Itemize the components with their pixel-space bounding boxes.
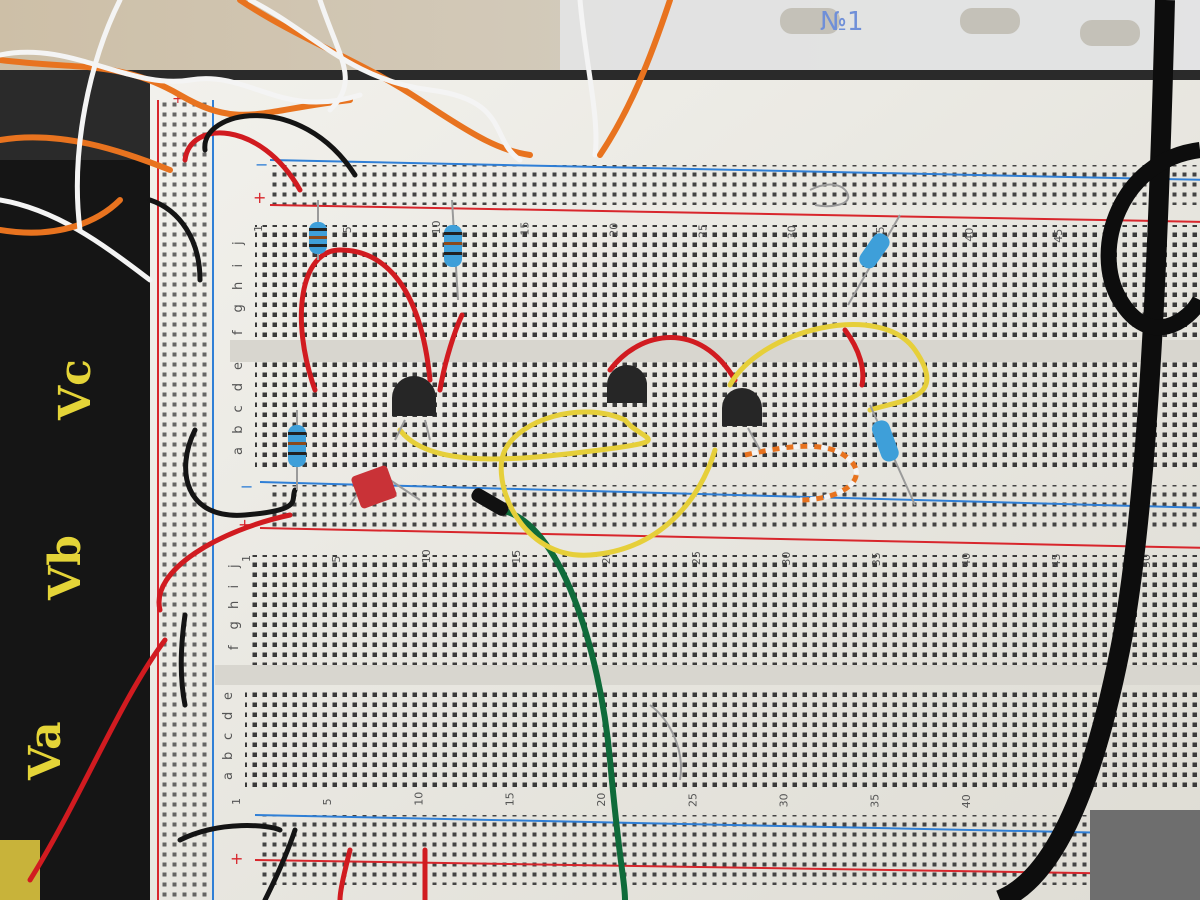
row-letter: e [231,362,246,370]
bottom-rail-plus-label: + [230,849,243,868]
column-number: 5 [330,556,343,563]
transistor-q1 [392,376,436,441]
upper-fj-row-labels: f g h i j [231,241,246,335]
column-number: 30 [780,552,793,566]
column-number: 15 [504,792,517,806]
column-number: 25 [690,551,703,565]
row-letter: e [221,692,236,700]
middle-power-rail [270,485,1200,530]
black-jumper-wires [147,113,358,900]
row-letter: f [227,645,242,650]
small-twisted-wire [744,443,859,503]
column-number: 1 [240,555,253,562]
row-letter: h [231,282,246,290]
column-number: 35 [870,552,883,566]
lower-terminal-ae [245,688,1200,788]
column-number: 5 [341,226,354,233]
column-number: 20 [595,793,608,807]
resistor-r2 [444,199,462,301]
lower-ae-row-labels: a b c d e [221,692,236,780]
upper-rail-minus-label: − [255,155,268,174]
black-cable [995,0,1175,900]
capacitor [349,465,421,509]
vb-label: Vb [40,535,91,601]
upper-rail-plus-label: + [253,188,266,207]
row-letter: a [221,772,236,780]
column-number: 10 [413,792,426,806]
column-number: 45 [1050,553,1063,567]
column-number: 40 [963,228,976,242]
resistor-r1 [309,200,327,260]
row-letter: c [221,733,236,740]
tray-label: №1 [820,7,864,37]
lower-fj-row-labels: f g h i j [227,564,242,650]
column-number: 1 [252,225,265,232]
column-number: 10 [420,549,433,563]
upper-terminal-fj [255,225,1200,340]
column-number: 1 [230,798,243,805]
row-letter: g [231,304,246,312]
column-number: 30 [785,225,798,239]
lower-terminal-fj [250,555,1200,665]
row-letter: g [227,621,242,629]
column-number: 30 [778,793,791,807]
twisted-wire-bundle [0,0,673,283]
upper-power-rail [270,165,1200,205]
row-letter: b [231,425,246,433]
left-rail-plus-label: + [172,91,184,107]
green-wire [499,507,628,900]
resistor-r4 [288,410,306,490]
column-number: 45 [1052,229,1065,243]
yellow-jumper-wires [397,322,930,558]
column-number: 20 [608,223,621,237]
row-letter: f [231,330,246,335]
black-cable-loop [1100,142,1200,336]
vc-label: Vc [50,359,101,421]
green-wire-plug [471,488,509,516]
row-letter: c [231,405,246,412]
column-number: 40 [960,553,973,567]
upper-ae-row-labels: a b c d e [231,362,246,455]
resistor-r5 [869,404,916,506]
row-letter: j [227,564,242,569]
transistor-q2 [607,365,647,403]
red-jumper-wires [27,130,866,900]
column-number: 10 [430,220,443,234]
column-number: 25 [686,793,699,807]
column-number: 25 [696,224,709,238]
transistor-q3 [722,388,762,451]
column-number: 5 [321,798,334,805]
row-letter: d [221,712,236,720]
row-letter: i [231,264,246,268]
row-letter: j [231,241,246,246]
center-channel-lower [215,665,1200,685]
row-letter: d [231,383,246,391]
column-number: 15 [519,222,532,236]
row-letter: a [231,447,246,455]
column-number: 15 [510,550,523,564]
row-letter: i [227,585,242,589]
staple-jumper [809,183,850,208]
row-letter: b [221,752,236,760]
column-number: 40 [960,794,973,808]
center-channel-upper [230,340,1200,362]
staple-jumper-2 [649,704,682,781]
column-number: 35 [869,794,882,808]
middle-rail-minus-label: − [240,477,253,496]
metal-clamp [1090,810,1200,900]
left-power-rail [160,100,210,900]
resistor-r3 [847,214,901,306]
va-label: Va [20,721,71,781]
row-letter: h [227,601,242,609]
